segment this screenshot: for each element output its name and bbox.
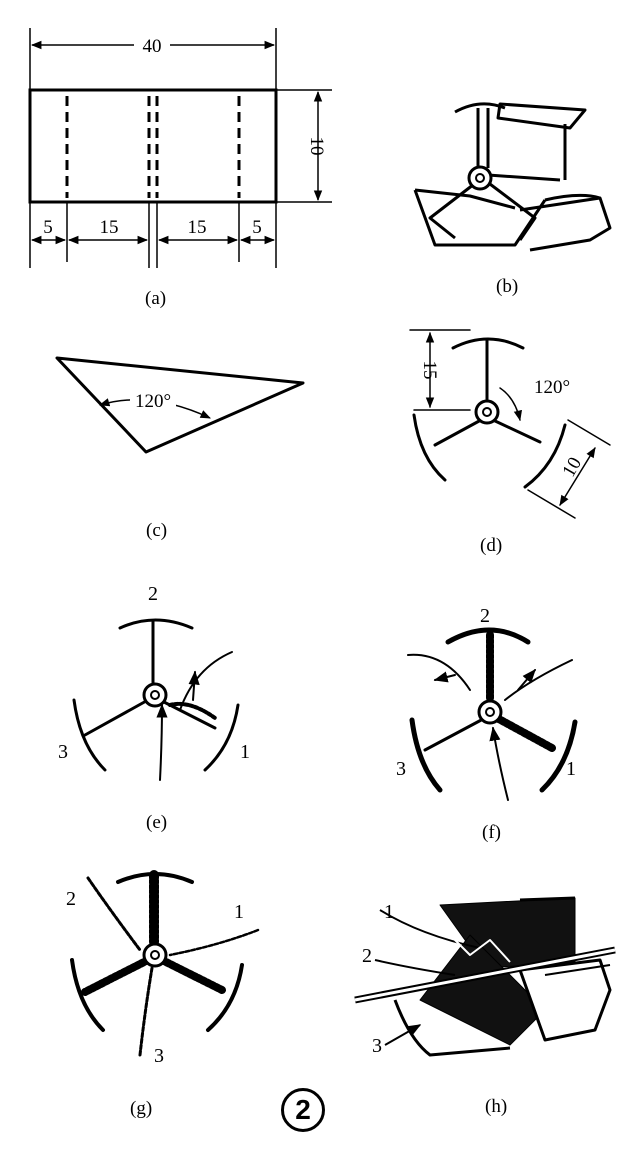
panel-h-drawing <box>354 896 616 1057</box>
caption-b: (b) <box>496 276 519 297</box>
panel-g-drawing <box>70 870 260 1057</box>
dim-seg2-label: 15 <box>100 217 119 238</box>
panel-f-hub <box>477 699 503 725</box>
panel-g-label-1: 1 <box>234 901 244 923</box>
panel-e-label-2: 2 <box>148 583 158 605</box>
dim-seg4-label: 5 <box>252 217 262 238</box>
panel-d-drawing <box>409 329 611 519</box>
dim-seg3-label: 15 <box>188 217 207 238</box>
panel-f-drawing <box>407 627 578 801</box>
figure-number-badge: 2 <box>281 1088 325 1132</box>
caption-c: (c) <box>146 520 168 541</box>
panel-c-angle-label: 120° <box>135 391 171 412</box>
caption-e: (e) <box>146 812 168 833</box>
panel-c-drawing <box>55 356 305 454</box>
caption-h: (h) <box>485 1096 508 1117</box>
panel-e-label-1: 1 <box>240 741 250 763</box>
panel-d-hub <box>474 399 500 425</box>
panel-h-label-3: 3 <box>372 1035 382 1057</box>
panel-f-label-3: 3 <box>396 758 406 780</box>
panel-e-label-3: 3 <box>58 741 68 763</box>
panel-f-label-2: 2 <box>480 605 490 627</box>
panel-g-label-3: 3 <box>154 1045 164 1067</box>
caption-f: (f) <box>482 822 501 843</box>
panel-d-dim-15-label: 15 <box>419 361 440 380</box>
dim-width-label: 40 <box>143 36 162 57</box>
panel-d-dim-10-label: 10 <box>558 454 586 481</box>
caption-g: (g) <box>130 1098 153 1119</box>
panel-g-hub <box>142 942 168 968</box>
panel-b-drawing <box>413 102 612 252</box>
panel-d-angle-label: 120° <box>534 377 570 398</box>
dim-seg1-label: 5 <box>43 217 53 238</box>
panel-e-drawing <box>72 618 240 781</box>
panel-f-label-1: 1 <box>566 758 576 780</box>
caption-d: (d) <box>480 535 503 556</box>
panel-h-label-1: 1 <box>384 901 394 923</box>
panel-e-hub <box>142 682 168 708</box>
panel-b-hub <box>467 165 493 191</box>
panel-a-drawing: 40 10 5 15 15 5 <box>28 28 332 268</box>
dim-height-label: 10 <box>306 137 327 156</box>
caption-a: (a) <box>145 288 167 309</box>
panel-h-label-2: 2 <box>362 945 372 967</box>
panel-g-label-2: 2 <box>66 888 76 910</box>
